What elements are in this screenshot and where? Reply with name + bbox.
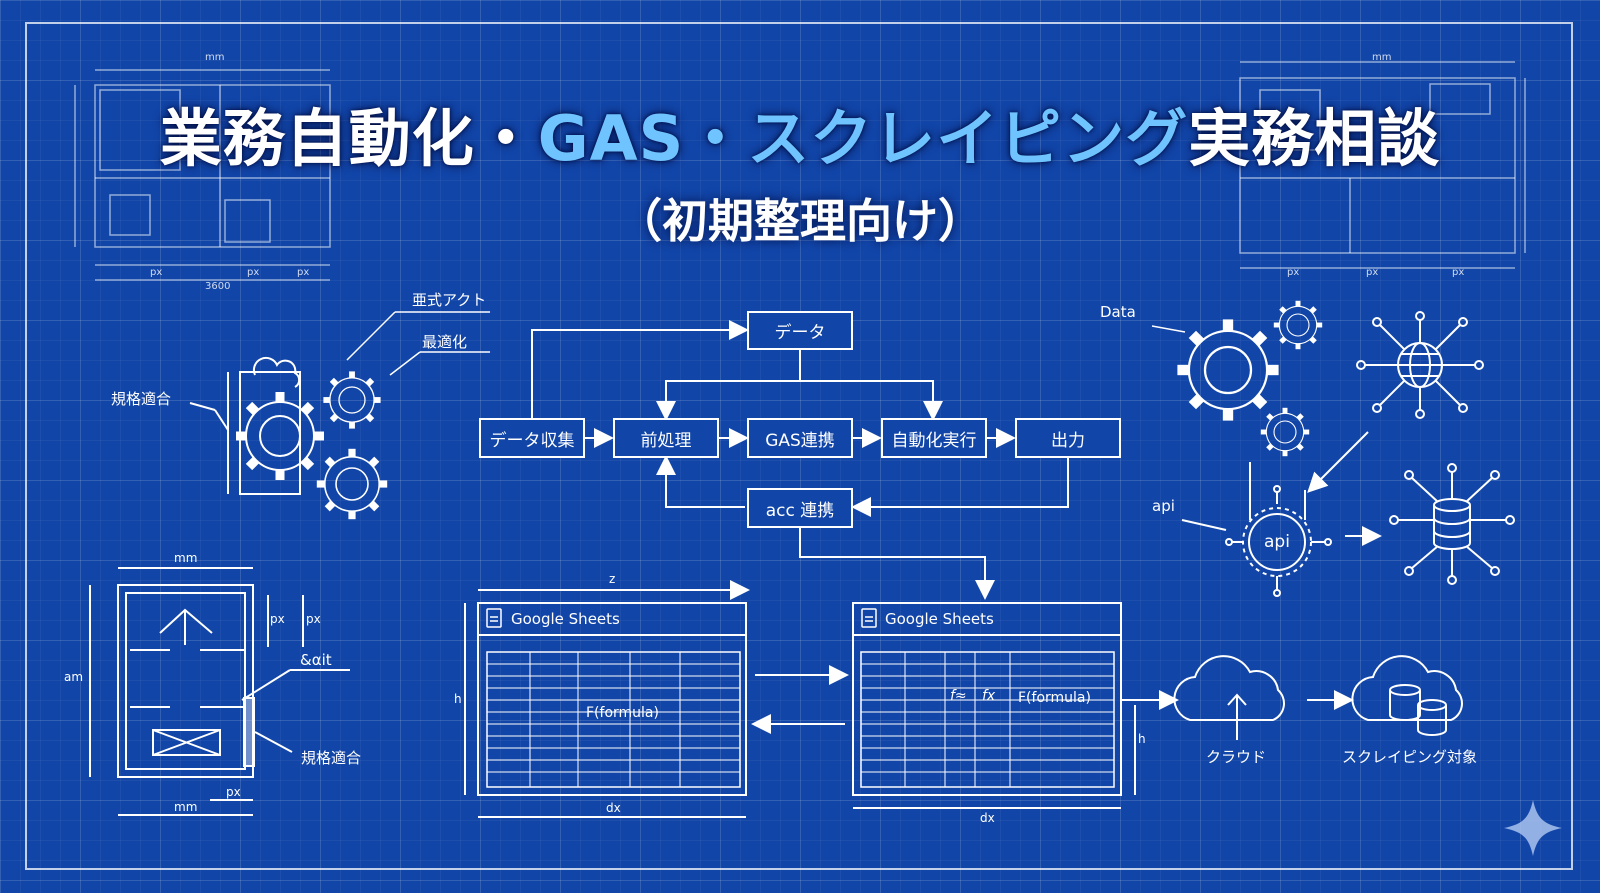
title-part3: 実務相談 <box>1188 102 1441 175</box>
label-aait: &αit <box>300 651 332 669</box>
sheet-right-title: Google Sheets <box>885 610 994 628</box>
label-compliance-2: 規格適合 <box>301 749 362 767</box>
dim-px2: px <box>306 612 321 626</box>
title-part1: 業務自動化・ <box>159 102 538 175</box>
gear-icon <box>317 449 387 519</box>
title-part2: GAS・スクレイピング <box>537 102 1189 175</box>
flow-box-data: データ <box>747 311 853 350</box>
dim-h-right: h <box>1138 732 1146 746</box>
flow-box-output: 出力 <box>1015 418 1121 458</box>
globe-icon <box>1356 311 1484 419</box>
cloud-icon <box>1173 655 1285 740</box>
fx-symbol-1: f≈ <box>950 688 967 704</box>
label-cloud: クラウド <box>1206 748 1267 766</box>
api-node <box>1181 462 1332 597</box>
sheet-left <box>464 580 750 818</box>
label-optimize: 最適化 <box>422 333 468 351</box>
dim-z: z <box>609 572 616 586</box>
gear-icon <box>1261 408 1309 456</box>
bp-tr-px3: px <box>1452 267 1465 278</box>
flow-box-acc: acc 連携 <box>747 488 853 528</box>
blueprint-frame <box>25 22 1573 870</box>
flow-connectors <box>531 320 1069 600</box>
gear-icon <box>323 371 380 428</box>
dim-h-left: h <box>454 692 462 706</box>
sheets-icon <box>861 608 877 628</box>
gear-icon <box>1177 319 1278 420</box>
dim-am: am <box>64 670 84 684</box>
formula-left: F(formula) <box>586 705 659 721</box>
database-icon <box>1351 655 1463 736</box>
flow-box-automation: 自動化実行 <box>881 418 987 458</box>
bp-tl-3600: 3600 <box>205 281 231 292</box>
bp-tr-px2: px <box>1366 267 1379 278</box>
dim-dx-right: dx <box>980 811 995 825</box>
bp-tl-px2: px <box>247 267 260 278</box>
bp-tl-px1: px <box>150 267 163 278</box>
sync-arrows <box>751 665 849 734</box>
api-circle-label: api <box>1264 532 1290 552</box>
formula-right: F(formula) <box>1018 690 1091 706</box>
sheet-left-title: Google Sheets <box>511 610 620 628</box>
floorplan-top-right <box>1239 61 1526 269</box>
page-title: 業務自動化・GAS・スクレイピング実務相談 <box>0 108 1600 170</box>
gear-icon <box>236 392 324 480</box>
label-scrape-target: スクレイピング対象 <box>1342 748 1478 766</box>
database-icon <box>1389 463 1515 585</box>
flow-box-gas: GAS連携 <box>747 418 853 458</box>
label-compliance: 規格適合 <box>111 390 172 408</box>
dim-px1: px <box>270 612 285 626</box>
bp-tl-px3: px <box>297 267 310 278</box>
sparkle-icon <box>1504 800 1562 856</box>
dim-dx-left: dx <box>606 801 621 815</box>
label-api: api <box>1152 497 1175 515</box>
dim-mm-top: mm <box>174 551 198 565</box>
dim-mm-bottom: mm <box>174 800 198 814</box>
flow-box-preprocess: 前処理 <box>613 418 719 458</box>
floorplan-top-left <box>74 69 331 281</box>
floorplan-bottom-left <box>89 567 350 816</box>
bp-tr-px1: px <box>1287 267 1300 278</box>
sheet-right <box>852 602 1179 809</box>
label-data: Data <box>1100 303 1136 321</box>
bp-tr-mm: mm <box>1372 52 1392 63</box>
dim-px3: px <box>226 785 241 799</box>
flow-box-data-collection: データ収集 <box>479 418 585 458</box>
fx-symbol-2: fx <box>982 688 996 704</box>
bp-tl-mm: mm <box>205 52 225 63</box>
gear-icon <box>1274 301 1322 349</box>
sheets-icon <box>486 608 502 628</box>
page-subtitle: （初期整理向け） <box>616 194 984 248</box>
label-top-action: 亜式アクト <box>412 291 487 309</box>
